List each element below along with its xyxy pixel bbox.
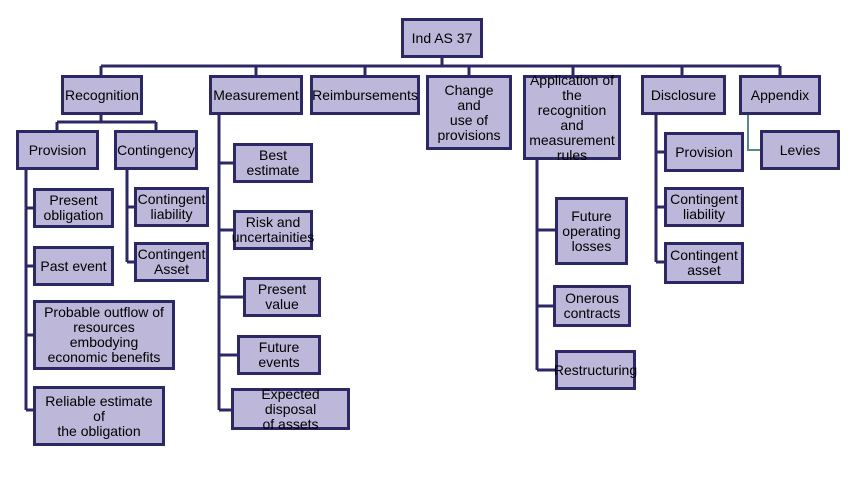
measurement-item-best-estimate: Best estimate — [233, 143, 313, 183]
provision-item-probable-outflow: Probable outflow of resources embodying … — [33, 300, 175, 370]
connector-measurement-items — [219, 161, 243, 412]
application-item-restructuring: Restructuring — [554, 350, 637, 390]
application-item-future-operating-losses: Future operating losses — [555, 197, 628, 265]
provision-item-present-obligation: Present obligation — [33, 188, 114, 228]
root-box-ind-as-37: Ind AS 37 — [401, 18, 483, 58]
branch-appendix: Appendix — [739, 75, 821, 115]
measurement-item-risk-uncertainties: Risk and uncertainities — [232, 210, 314, 250]
connector-appendix-levies — [747, 115, 760, 151]
measurement-item-present-value: Present value — [243, 277, 321, 317]
recognition-provision: Provision — [16, 130, 99, 170]
connector-provision-items — [26, 206, 33, 412]
contingency-item-liability: Contingent liability — [134, 187, 209, 227]
branch-measurement: Measurement — [209, 75, 303, 115]
connector-disclosure-items — [656, 150, 664, 264]
branch-disclosure: Disclosure — [641, 75, 726, 115]
disclosure-item-provision: Provision — [664, 132, 744, 172]
disclosure-item-contingent-liability: Contingent liability — [664, 187, 744, 227]
provision-item-past-event: Past event — [33, 246, 114, 286]
connector-recognition-split — [55, 115, 158, 130]
branch-change-and-use-of-provisions: Change and use of provisions — [426, 75, 512, 150]
connector-contingency-items — [127, 205, 134, 264]
connector-application-items — [537, 228, 555, 372]
measurement-item-future-events: Future events — [237, 335, 321, 375]
provision-item-reliable-estimate: Reliable estimate of the obligation — [33, 386, 165, 446]
recognition-contingency: Contingency — [114, 130, 198, 170]
application-item-onerous-contracts: Onerous contracts — [553, 285, 631, 327]
disclosure-item-contingent-asset: Contingent asset — [664, 242, 744, 284]
branch-application-of-rules: Application of the recognition and measu… — [523, 72, 621, 162]
branch-recognition: Recognition — [61, 75, 143, 115]
appendix-item-levies: Levies — [760, 130, 840, 170]
measurement-item-expected-disposal: Expected disposal of assets — [231, 386, 350, 431]
contingency-item-asset: Contingent Asset — [134, 242, 209, 282]
branch-reimbursements: Reimbursements — [310, 75, 420, 115]
